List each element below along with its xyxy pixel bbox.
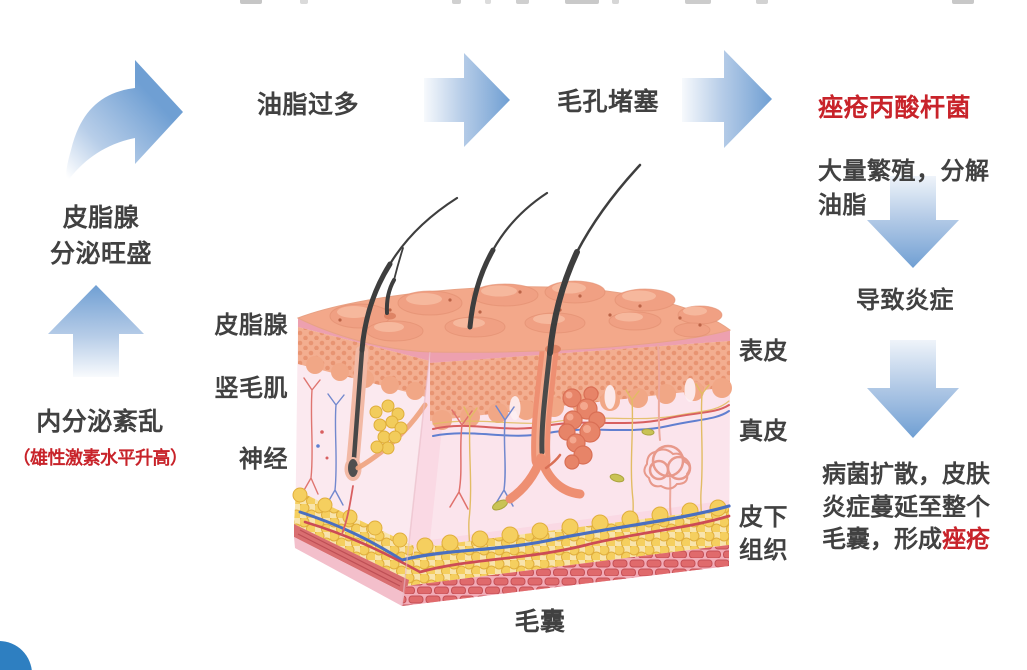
muscle-layer (294, 524, 729, 606)
step-bacteria: 痤疮丙酸杆菌 大量繁殖，分解 油脂 (818, 62, 1023, 253)
step-oil-excess: 油脂过多 (256, 91, 359, 119)
step-spread-result: 病菌扩散，皮肤 炎症蔓延至整个 毛囊，形成痤疮 (822, 459, 1022, 557)
flow-arrow-down-2 (867, 340, 959, 438)
blood-vessel-tree (302, 377, 345, 506)
flow-arrow-right-2 (682, 50, 772, 148)
flow-arrow-right-1 (424, 53, 510, 147)
step-endocrine-disorder: 内分泌紊乱 (36, 408, 164, 436)
label-subcutaneous-tissue: 皮下 组织 (739, 504, 788, 564)
cropped-title-fragment (452, 0, 461, 4)
step-sebaceous-hyperactivity: 皮脂腺 分泌旺盛 (49, 204, 152, 268)
label-dermis: 真皮 (739, 418, 788, 445)
skin-left-face (295, 318, 430, 606)
bacteria-title: 痤疮丙酸杆菌 (818, 94, 972, 122)
corner-decoration-dot (0, 641, 32, 670)
label-nerve: 神经 (239, 446, 288, 473)
hair-icon (359, 163, 642, 356)
sebaceous-gland-large (558, 386, 606, 470)
cropped-title-fragment (485, 0, 491, 4)
skin-cross-section-illustration (292, 163, 732, 607)
curved-start-arrow-icon (66, 60, 183, 182)
sebaceous-gland-icon (369, 399, 408, 455)
cropped-title-fragment (516, 0, 529, 4)
hair-follicle-left (341, 345, 428, 535)
label-arrector-pili: 竖毛肌 (214, 375, 288, 402)
label-sebaceous-gland: 皮脂腺 (214, 312, 288, 339)
flow-arrow-up (48, 285, 144, 377)
nerve-tangle-icon (643, 344, 692, 518)
endocrine-note: （雄性激素水平升高） (12, 448, 189, 468)
label-epidermis: 表皮 (739, 338, 788, 365)
cropped-title-fragment (685, 0, 711, 4)
spread-text: 病菌扩散，皮肤 炎症蔓延至整个 毛囊，形成 (822, 461, 990, 553)
nerve-fibers (463, 383, 710, 557)
skin-top-surface (296, 280, 732, 607)
hair-follicle-center (505, 342, 606, 504)
label-hair-follicle: 毛囊 (514, 608, 566, 636)
cell-icons (492, 428, 655, 511)
blood-vessels-upper (432, 400, 730, 437)
blood-vessels-lower (298, 504, 731, 574)
fat-layer (292, 487, 729, 586)
cropped-title-fragment (756, 0, 768, 4)
bacteria-description: 大量繁殖，分解 油脂 (818, 158, 990, 219)
cropped-title-fragment (565, 0, 599, 4)
skin-front-face (402, 330, 732, 606)
follicle-opening (384, 312, 396, 320)
skin-pores (338, 290, 702, 327)
step-inflammation: 导致炎症 (856, 287, 954, 314)
cropped-title-fragment (612, 0, 619, 4)
arrector-pili-muscle (355, 402, 428, 471)
cropped-title-fragment (240, 0, 262, 4)
cropped-title-fragment (952, 0, 974, 4)
cropped-title-fragment (300, 0, 308, 4)
spread-highlight-acne: 痤疮 (942, 526, 990, 553)
step-pore-blockage: 毛孔堵塞 (556, 88, 659, 116)
blood-vessel-tree (449, 405, 515, 510)
epidermis-layer (430, 341, 732, 430)
follicle-opening (545, 344, 561, 354)
